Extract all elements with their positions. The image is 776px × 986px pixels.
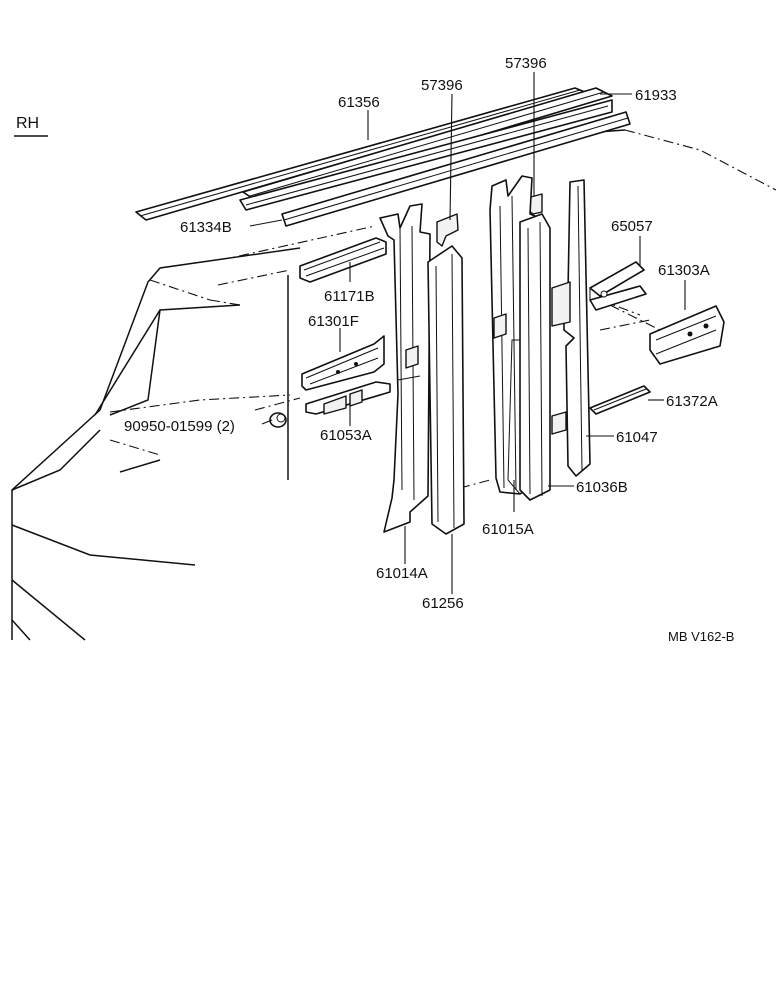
channel-61171b (299, 237, 387, 283)
label-61933: 61933 (635, 87, 677, 104)
label-61015a: 61015A (482, 521, 534, 538)
drawing-code: MB V162-B (668, 629, 734, 644)
pillar-61014a (379, 203, 431, 533)
label-61171b: 61171B (324, 288, 375, 305)
leader-lines (249, 72, 686, 594)
plate-61303a (649, 305, 725, 365)
label-61014a: 61014A (376, 565, 428, 582)
label-57396-right: 57396 (505, 55, 547, 72)
pillar-61036b (507, 213, 551, 501)
label-61303a: 61303A (658, 262, 710, 279)
label-61256: 61256 (422, 595, 464, 612)
label-61301f: 61301F (308, 313, 359, 330)
side-indicator: RH (14, 115, 48, 137)
bracket-61053a (305, 381, 391, 415)
side-label: RH (16, 115, 39, 132)
label-61053a: 61053A (320, 427, 372, 444)
roof-rail-assembly (135, 87, 631, 227)
label-57396-left: 57396 (421, 77, 463, 94)
plug-90950-01599 (269, 412, 287, 428)
label-61372a: 61372A (666, 393, 718, 410)
label-61356: 61356 (338, 94, 380, 111)
bracket-57396-left (436, 213, 459, 247)
roof-rail-inner (239, 99, 613, 211)
label-61334b: 61334B (180, 219, 232, 236)
reinforcement-61301f (301, 335, 385, 391)
brace-65057 (589, 261, 647, 311)
part-labels: 61356 57396 57396 61933 61334B 65057 611… (124, 55, 718, 612)
label-61047: 61047 (616, 429, 658, 446)
pillar-61256 (427, 245, 465, 535)
label-65057: 65057 (611, 218, 653, 235)
vehicle-body-outline (11, 129, 776, 641)
label-90950-01599: 90950-01599 (2) (124, 418, 235, 435)
rail-61372a (589, 385, 651, 415)
label-61036b: 61036B (576, 479, 628, 496)
pillar-61047 (551, 179, 591, 477)
